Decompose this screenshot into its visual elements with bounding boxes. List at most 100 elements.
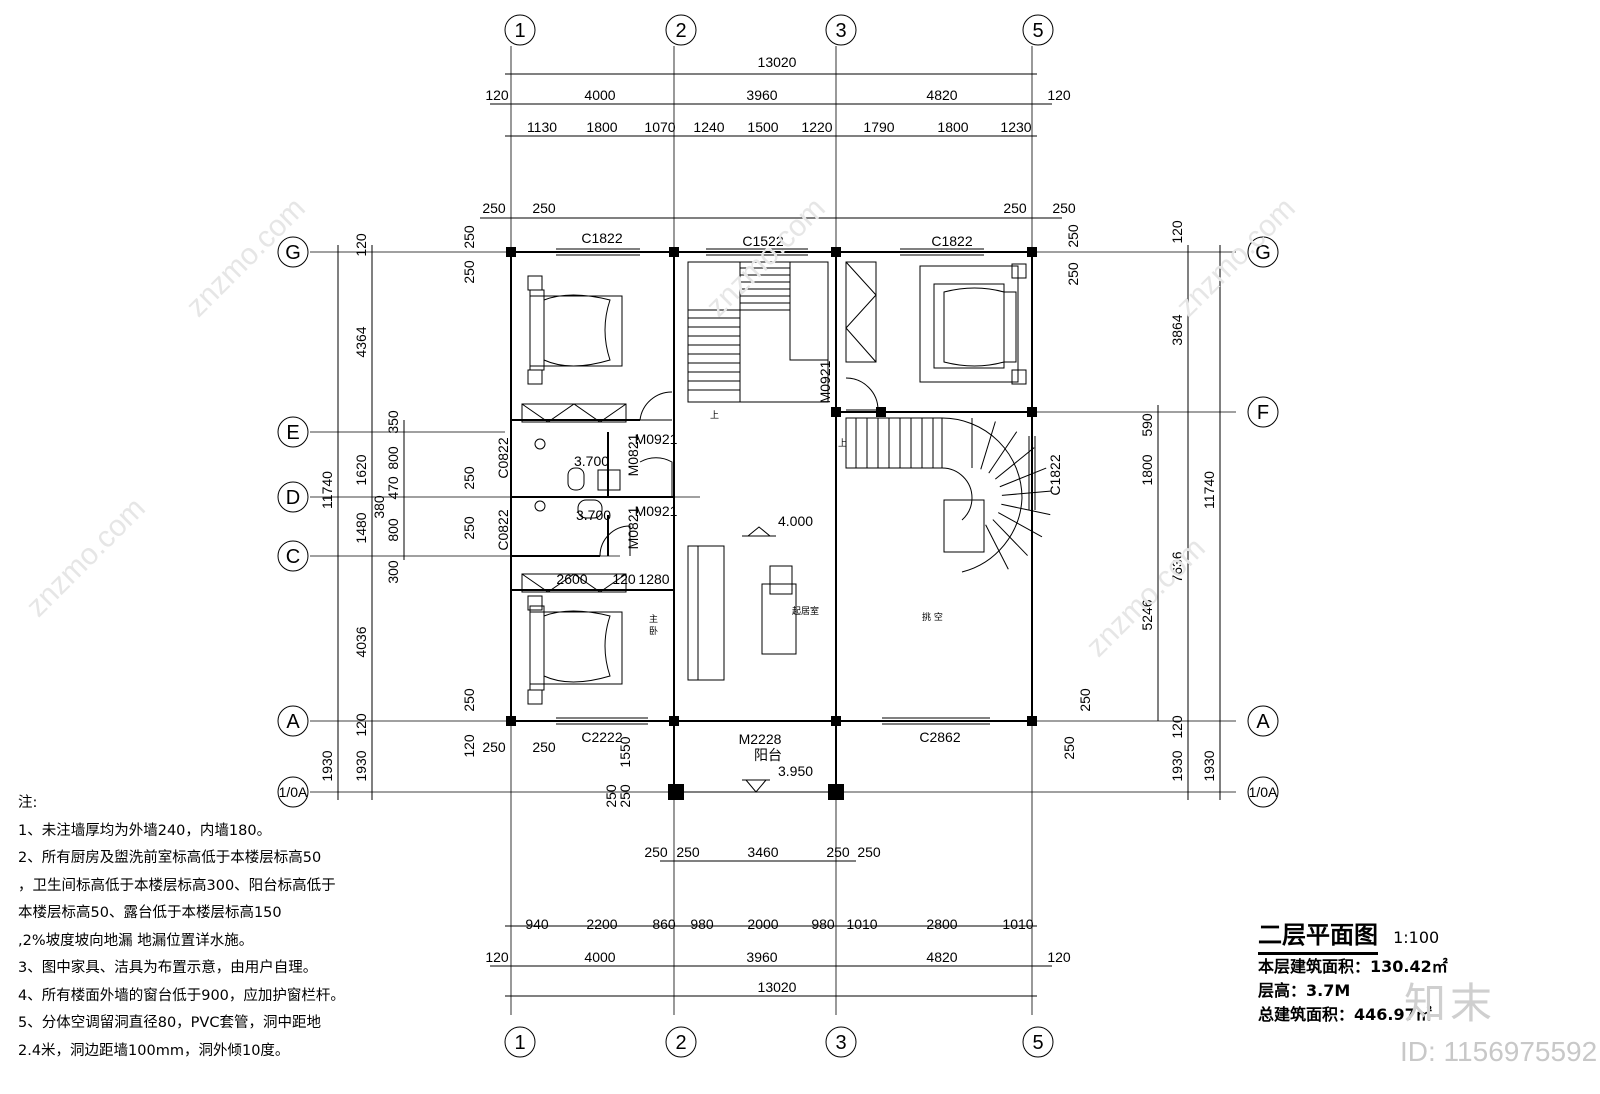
floor-height-label: 层高：	[1258, 981, 1307, 1000]
dim-top-small: 250	[482, 200, 506, 216]
floor-area-line: 本层建筑面积：130.42㎡	[1258, 955, 1558, 979]
axis-label-left-E: E	[286, 422, 299, 444]
note-line: 1、未注墙厚均为外墙240，内墙180。	[18, 822, 272, 839]
window-label: C1522	[742, 233, 783, 249]
dim-right-detail: 5246	[1139, 599, 1155, 630]
note-line: 5、分体空调留洞直径80，PVC套管，洞中距地	[18, 1015, 321, 1031]
dim-bottom-detail: 2200	[586, 916, 617, 932]
axis-label-top-1: 1	[514, 20, 525, 42]
door-label: M0821	[625, 506, 641, 549]
window-label: C0822	[495, 437, 511, 478]
axis-label-bottom-3: 3	[835, 1032, 846, 1054]
bed-furniture-1	[521, 275, 627, 423]
bathrooms: 3.700 3.700	[534, 438, 621, 523]
stair-up-label: 上	[710, 410, 719, 421]
stair-tread	[985, 524, 1009, 570]
dim-left-detail: 350	[385, 410, 401, 434]
door-label: M2228	[739, 731, 782, 747]
dim-right-detail: 250	[1061, 736, 1077, 760]
note-line: 3、图中家具、洁具为布置示意，由用户自理。	[18, 960, 318, 976]
dim-bottom-detail: 940	[525, 916, 549, 932]
stair-tread	[994, 447, 1035, 480]
dim-left-detail: 250	[461, 466, 477, 490]
floor-area-label: 本层建筑面积：	[1258, 957, 1371, 976]
drawing-title: 二层平面图	[1258, 915, 1378, 955]
dim-top-small: 250	[1052, 200, 1076, 216]
dim-top-detail: 1130	[527, 119, 557, 135]
dim-left-detail: 470	[385, 476, 401, 500]
dim-top-detail: 1800	[937, 119, 968, 135]
stair-tread	[1001, 490, 1052, 496]
dim-balcony: 250	[857, 844, 881, 860]
note-line: ,2%坡度坡向地漏 地漏位置详水施。	[18, 932, 254, 949]
stair-tread	[988, 431, 1018, 474]
drawing-scale: 1:100	[1393, 928, 1440, 947]
dim-left-detail: 250	[461, 225, 477, 249]
total-area-label: 总建筑面积：	[1258, 1005, 1355, 1024]
dim-top-bay: 120	[485, 87, 509, 103]
dim-right-detail: 1800	[1139, 454, 1155, 485]
axis-bubbles-left: G E D C A 1/0A	[277, 236, 309, 808]
dim-right-detail: 590	[1139, 413, 1155, 437]
axis-label-bottom-5: 5	[1032, 1032, 1043, 1054]
axis-label-left-D: D	[286, 487, 300, 509]
dim-misc: 250	[482, 739, 506, 755]
note-line: ，卫生间标高低于本楼层标高300、阳台标高低于	[18, 877, 336, 894]
dim-right-bay: 120	[1169, 220, 1185, 244]
dim-bottom-bay: 3960	[746, 949, 777, 965]
dim-right-bay: 7636	[1169, 551, 1185, 582]
total-area-value: 446.97㎡	[1354, 1005, 1432, 1024]
dim-top-detail: 1240	[693, 119, 724, 135]
living-room-label: 起居室	[792, 605, 819, 617]
axis-bubbles-top: 1 2 3 5	[504, 14, 1054, 46]
axis-label-bottom-1: 1	[514, 1032, 525, 1054]
bed-furniture-2: 主 卧	[521, 573, 658, 705]
dim-misc: 1550	[617, 736, 633, 767]
stair-tread	[999, 467, 1047, 488]
axis-label-right-10A: 1/0A	[1249, 784, 1278, 800]
axis-label-left-10A: 1/0A	[279, 784, 308, 800]
stair-tread	[980, 421, 996, 470]
window-label: C1822	[1047, 454, 1063, 495]
dim-misc: 1280	[638, 571, 669, 587]
dim-left-detail: 380	[371, 495, 387, 519]
window-label: C2222	[581, 729, 622, 745]
floor-height-value: 3.7M	[1306, 981, 1351, 1000]
dim-top-detail: 1220	[801, 119, 832, 135]
window-label: C1822	[931, 233, 972, 249]
bed-furniture-3	[845, 261, 1027, 385]
dim-left-detail: 120	[461, 734, 477, 758]
dim-left-bay: 120	[353, 713, 369, 737]
dim-bottom-detail: 2000	[747, 916, 778, 932]
dim-misc: 250	[617, 784, 633, 808]
dim-bottom-bay: 120	[485, 949, 509, 965]
top-dimensions: 13020 120 4000 3960 4820 120 1130 1800 1…	[480, 54, 1076, 219]
dim-right-bay: 1930	[1201, 750, 1217, 781]
void-label: 挑 空	[922, 611, 943, 623]
bedroom-small-dims: 2600 120 1280	[556, 571, 669, 587]
opening-labels: C1822 C1522 C1822 C0822 C0822 C1822 C222…	[495, 230, 1063, 747]
balcony-level: 3.950	[778, 763, 813, 779]
axis-label-top-5: 5	[1032, 20, 1043, 42]
dim-top-bay: 3960	[746, 87, 777, 103]
dim-left-detail: 800	[385, 518, 401, 542]
dim-top-bay: 4820	[926, 87, 957, 103]
bath-level-1: 3.700	[574, 453, 609, 469]
dim-left-detail: 250	[461, 688, 477, 712]
dim-misc: 250	[532, 739, 556, 755]
stair-up-label-2: 上	[838, 438, 847, 449]
axis-label-left-G: G	[285, 242, 301, 264]
dim-right-detail: 250	[1077, 688, 1093, 712]
dim-bottom-bay: 4000	[584, 949, 615, 965]
axis-label-bottom-2: 2	[675, 1032, 686, 1054]
dim-misc: 2600	[556, 571, 587, 587]
dim-top-detail: 1800	[586, 119, 617, 135]
dim-balcony: 250	[644, 844, 668, 860]
dim-misc: 120	[612, 571, 636, 587]
dim-left-detail: 250	[461, 260, 477, 284]
floor-area-value: 130.42㎡	[1370, 957, 1448, 976]
dim-bottom-detail: 2800	[926, 916, 957, 932]
dim-right-bay: 120	[1169, 715, 1185, 739]
balcony-label: 阳台	[754, 747, 782, 763]
